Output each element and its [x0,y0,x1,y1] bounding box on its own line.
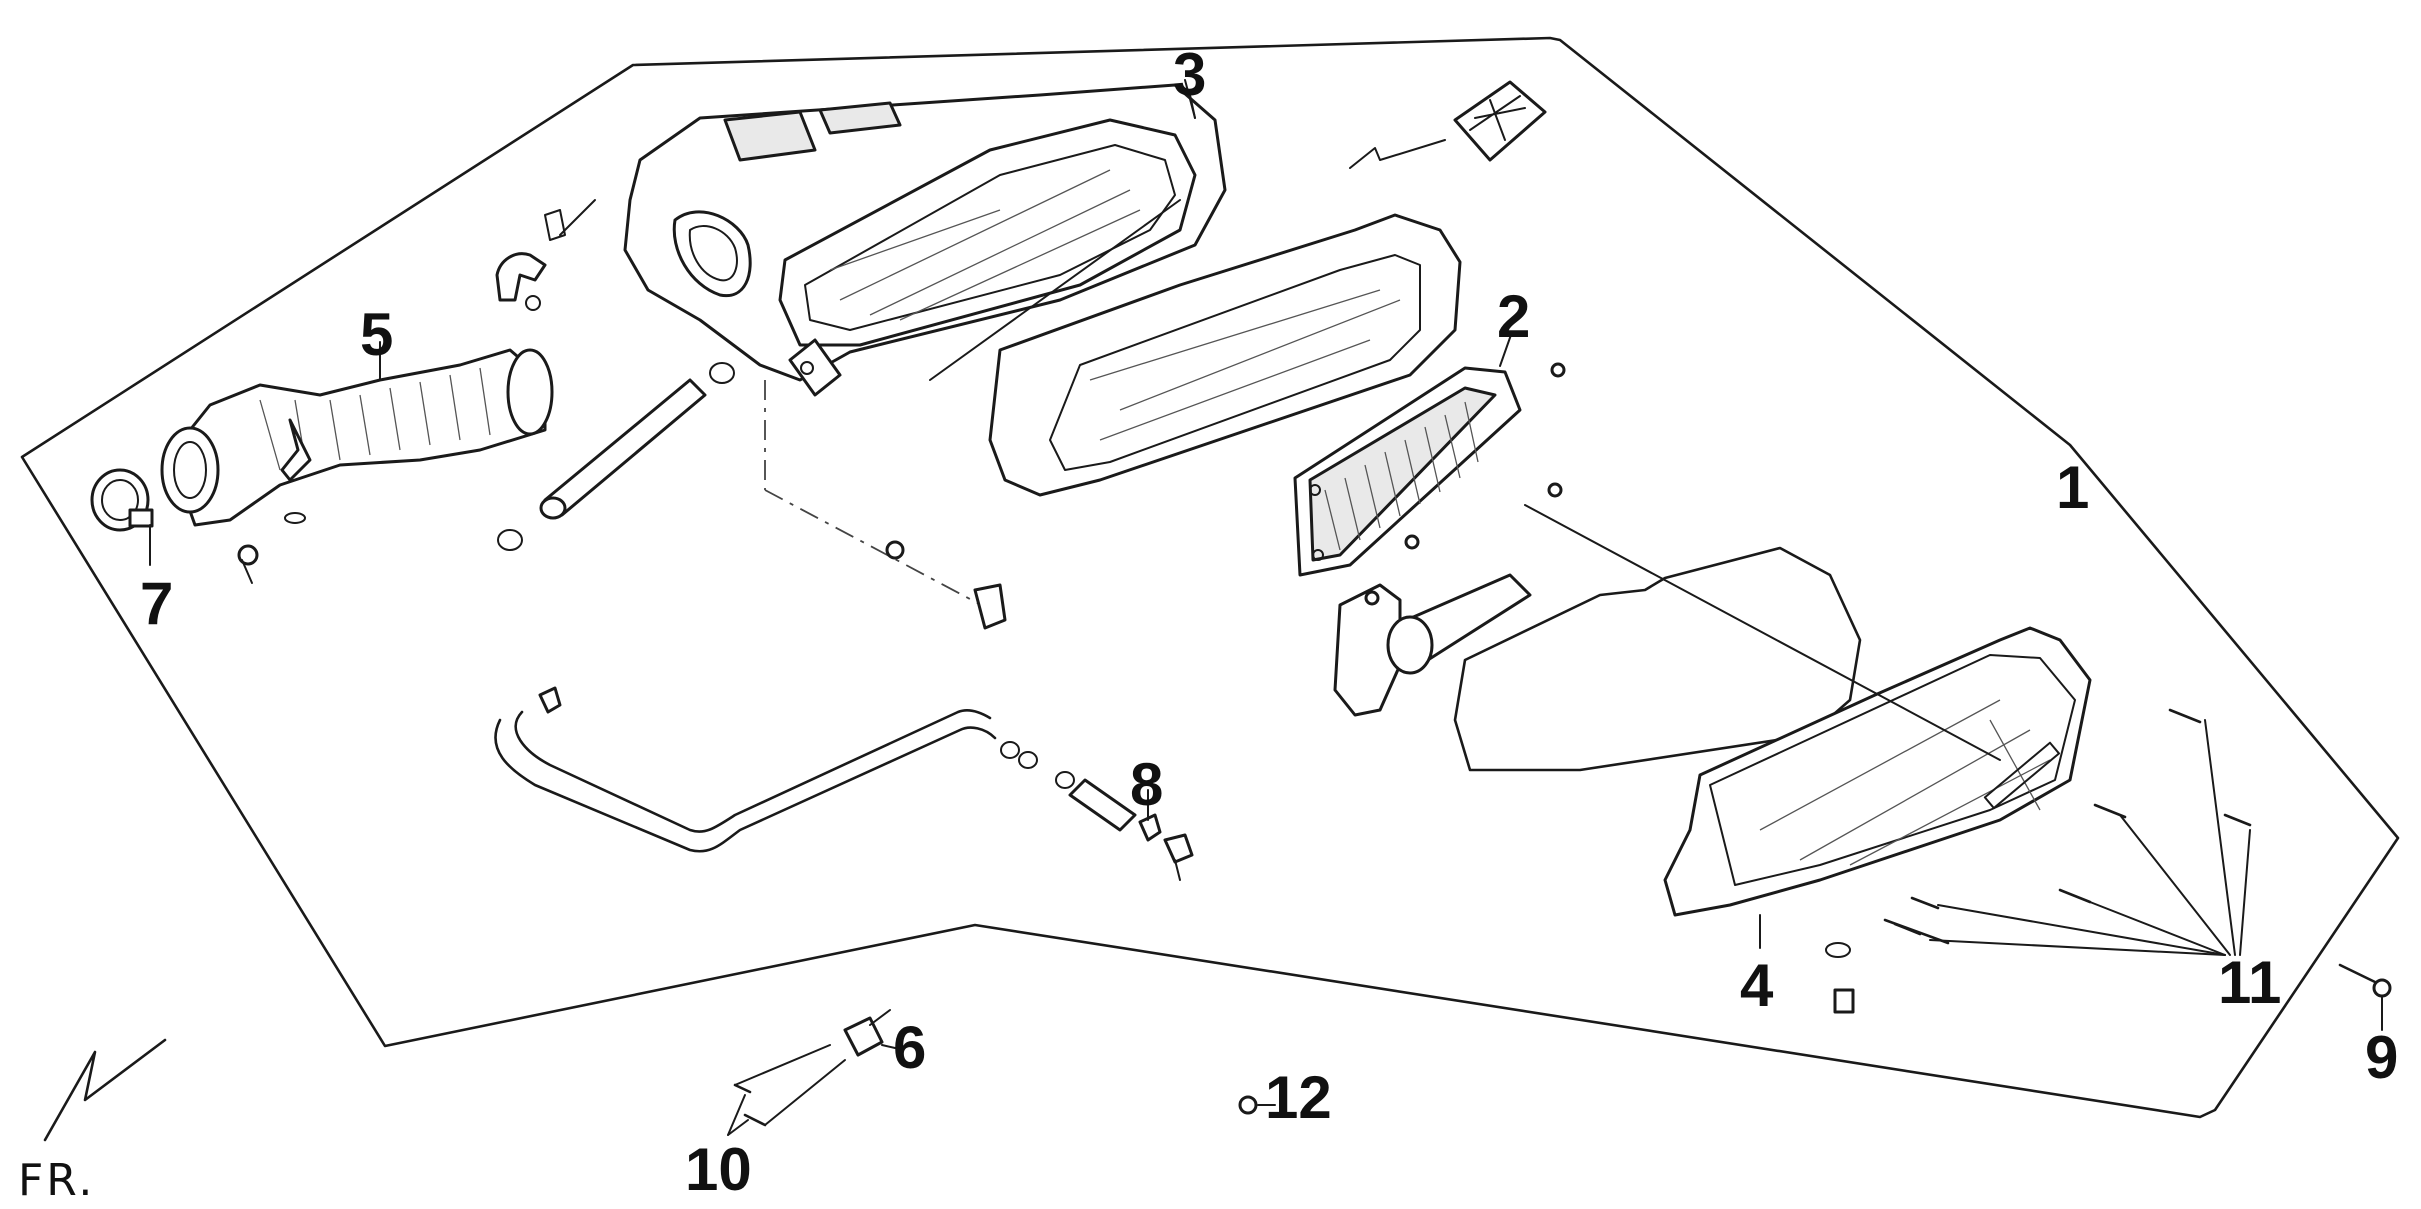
callout-10: 10 [685,1136,752,1203]
callout-4: 4 [1740,952,1774,1019]
air-box-frame [988,213,1462,497]
axis-line-4 [1524,504,2001,761]
small-bolts-middle [885,362,1566,630]
breather-tube [495,199,735,551]
callout-5: 5 [360,301,393,368]
leader-11 [1929,719,2251,956]
callout-3: 3 [1173,41,1206,108]
front-direction-arrow [43,1038,167,1142]
callout-12: 12 [1265,1064,1332,1131]
intake-flap [1453,80,1547,162]
callout-1: 1 [2056,454,2089,521]
leader-2 [1499,331,1513,367]
small-parts-bottom-right [1825,942,1855,1014]
callout-8: 8 [1130,751,1163,818]
callout-9: 9 [2365,1024,2398,1091]
intake-hose [160,348,554,527]
air-box-housing [623,83,1227,397]
bolt-12 [1238,1095,1276,1115]
intake-snorkel [1333,573,1532,717]
callout-6: 6 [893,1014,926,1081]
callout-7: 7 [140,570,173,637]
air-box-cover [1663,626,2092,917]
small-fitting-left [237,512,306,584]
assembly-boundary [20,36,2400,1119]
filter-element [1293,366,1522,577]
hose-clamp [90,468,154,532]
axis-line-2 [764,489,1001,616]
drain-hose [494,686,1075,853]
leader-flap [1349,139,1446,169]
screws-10 [727,1044,846,1136]
bolt-9 [2338,963,2392,998]
callout-11: 11 [2218,949,2281,1016]
axis-line-3 [929,199,1181,381]
drain-plug-assembly [1068,778,1194,881]
callout-2: 2 [1497,283,1530,350]
gasket-seal [1453,546,1862,772]
cover-screws [1883,708,2252,945]
sensor-6 [843,1009,896,1057]
front-direction-label: FR. [18,1155,95,1206]
